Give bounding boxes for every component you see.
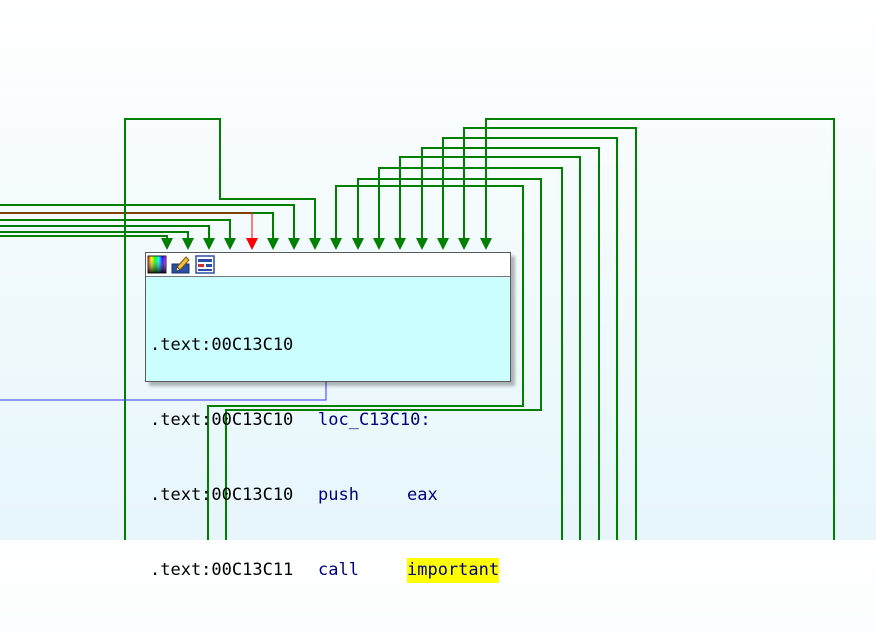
edge-right-7[interactable] [463, 127, 637, 540]
arrowhead [182, 238, 194, 250]
arrowhead [373, 238, 385, 250]
rename-pencil-icon[interactable] [171, 255, 191, 274]
call-target-highlighted[interactable]: important [407, 558, 500, 583]
edge-left-1[interactable] [0, 204, 295, 238]
arrowhead [224, 238, 236, 250]
edge-right-6[interactable] [442, 137, 618, 540]
edge-right-3[interactable] [378, 167, 563, 540]
code-block-node[interactable]: .text:00C13C10 .text:00C13C10 loc_C13C10:… [145, 252, 511, 583]
arrowhead [203, 238, 215, 250]
arrowhead [309, 238, 321, 250]
arrowhead [394, 238, 406, 250]
graph-view-icon[interactable] [195, 255, 215, 274]
edge-right-4[interactable] [399, 156, 581, 540]
arrowhead [288, 238, 300, 250]
edge-left-3[interactable] [0, 219, 231, 238]
edge-red[interactable] [0, 212, 253, 238]
mnemonic: push [318, 485, 359, 505]
edge-blue-outgoing[interactable] [0, 380, 327, 401]
mnemonic: call [318, 560, 359, 580]
edge-right-5[interactable] [421, 147, 600, 540]
address-label: .text:00C13C10 [150, 335, 294, 355]
asm-line[interactable]: .text:00C13C11 call important [150, 558, 510, 583]
arrowhead [480, 238, 492, 250]
edge-loop-top-left[interactable] [124, 118, 316, 540]
edge-right-8[interactable] [485, 118, 835, 540]
arrowhead-red [246, 238, 258, 250]
address-label: .text:00C13C10 [150, 485, 294, 505]
arrowhead [416, 238, 428, 250]
arrowhead [161, 238, 173, 250]
graph-edges-canvas [0, 118, 835, 540]
operand[interactable]: eax [407, 485, 438, 505]
arrowheads [161, 238, 492, 250]
edge-right-2[interactable] [225, 178, 542, 540]
edge-left-5[interactable] [0, 231, 189, 238]
arrowhead [437, 238, 449, 250]
arrowhead [458, 238, 470, 250]
arrowhead [267, 238, 279, 250]
edge-left-6[interactable] [0, 235, 168, 238]
node-titlebar[interactable] [146, 253, 510, 277]
asm-line[interactable]: .text:00C13C10 loc_C13C10: [150, 408, 510, 433]
asm-line[interactable]: .text:00C13C10 push eax [150, 483, 510, 508]
edge-right-1[interactable] [207, 185, 524, 540]
arrowhead [330, 238, 342, 250]
arrowhead [352, 238, 364, 250]
address-label: .text:00C13C11 [150, 560, 294, 580]
edge-left-4[interactable] [0, 225, 210, 238]
asm-line[interactable]: .text:00C13C10 [150, 333, 510, 358]
palette-icon[interactable] [147, 255, 167, 274]
disassembly-listing[interactable]: .text:00C13C10 .text:00C13C10 loc_C13C10:… [146, 277, 510, 633]
address-label: .text:00C13C10 [150, 410, 294, 430]
location-label[interactable]: loc_C13C10: [318, 410, 431, 430]
